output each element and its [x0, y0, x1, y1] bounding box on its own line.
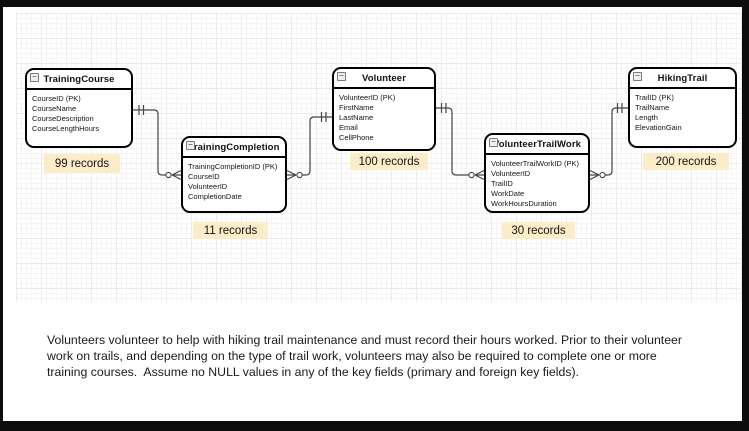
entity-fields: CourseID (PK) CourseName CourseDescripti…	[27, 90, 131, 134]
entity-field: FirstName	[339, 103, 374, 112]
entity-hikingtrail: − HikingTrail TrailID (PK) TrailName Len…	[628, 67, 737, 148]
entity-field: CellPhone	[339, 133, 374, 142]
entity-title: Volunteer	[361, 72, 406, 84]
entity-field: CourseName	[32, 104, 77, 113]
collapse-minus-icon[interactable]: −	[633, 72, 642, 81]
frame-border-right	[742, 0, 749, 431]
entity-volunteer: − Volunteer VolunteerID (PK) FirstName L…	[332, 67, 436, 151]
entity-field: CompletionDate	[188, 192, 242, 201]
entity-field: VolunteerID (PK)	[339, 93, 396, 102]
entity-header: − TrainingCourse	[27, 70, 131, 90]
entity-header: − TrainingCompletion	[183, 138, 285, 158]
entity-field: CourseLengthHours	[32, 124, 100, 133]
collapse-minus-icon[interactable]: −	[337, 72, 346, 81]
collapse-minus-icon[interactable]: −	[186, 141, 195, 150]
entity-fields: VolunteerTrailWorkID (PK) VolunteerID Tr…	[486, 155, 588, 209]
records-count-label: 200 records	[643, 153, 729, 170]
records-count-label: 11 records	[193, 222, 268, 239]
entity-trainingcourse: − TrainingCourse CourseID (PK) CourseNam…	[25, 68, 133, 148]
entity-field: WorkHoursDuration	[491, 199, 557, 208]
frame-border-bottom	[0, 421, 749, 431]
entity-field: TrainingCompletionID (PK)	[188, 162, 278, 171]
entity-field: VolunteerID	[491, 169, 531, 178]
entity-field: Email	[339, 123, 358, 132]
records-count-label: 30 records	[502, 222, 575, 239]
records-count-label: 100 records	[350, 153, 428, 170]
description-line: Volunteers volunteer to help with hiking…	[47, 333, 682, 347]
entity-field: TrailName	[635, 103, 670, 112]
entity-fields: VolunteerID (PK) FirstName LastName Emai…	[334, 89, 434, 143]
entity-field: VolunteerTrailWorkID (PK)	[491, 159, 579, 168]
entity-field: WorkDate	[491, 189, 525, 198]
entity-title: TrainingCompletion	[188, 141, 280, 153]
collapse-minus-icon[interactable]: −	[30, 73, 39, 82]
entity-field: Length	[635, 113, 658, 122]
entity-fields: TrainingCompletionID (PK) CourseID Volun…	[183, 158, 285, 202]
entity-header: − VolunteerTrailWork	[486, 135, 588, 155]
entity-title: TrainingCourse	[43, 73, 115, 85]
entity-volunteertrailwork: − VolunteerTrailWork VolunteerTrailWorkI…	[484, 133, 590, 213]
records-count-label: 99 records	[44, 154, 120, 173]
entity-fields: TrailID (PK) TrailName Length ElevationG…	[630, 89, 735, 133]
entity-field: CourseID	[188, 172, 220, 181]
entity-field: CourseID (PK)	[32, 94, 81, 103]
description-line: work on trails, and depending on the typ…	[47, 349, 657, 363]
entity-title: HikingTrail	[657, 72, 708, 84]
entity-field: TrailID (PK)	[635, 93, 674, 102]
entity-field: ElevationGain	[635, 123, 682, 132]
entity-title: VolunteerTrailWork	[492, 138, 582, 150]
frame-border-left	[0, 0, 3, 431]
entity-header: − HikingTrail	[630, 69, 735, 89]
entity-field: VolunteerID	[188, 182, 228, 191]
entity-field: TrailID	[491, 179, 513, 188]
frame-border-top	[0, 0, 749, 7]
entity-field: LastName	[339, 113, 374, 122]
description-text: Volunteers volunteer to help with hiking…	[47, 332, 715, 380]
entity-trainingcompletion: − TrainingCompletion TrainingCompletionI…	[181, 136, 287, 213]
collapse-minus-icon[interactable]: −	[489, 138, 498, 147]
entity-header: − Volunteer	[334, 69, 434, 89]
entity-field: CourseDescription	[32, 114, 94, 123]
description-line: training courses. Assume no NULL values …	[47, 365, 579, 379]
